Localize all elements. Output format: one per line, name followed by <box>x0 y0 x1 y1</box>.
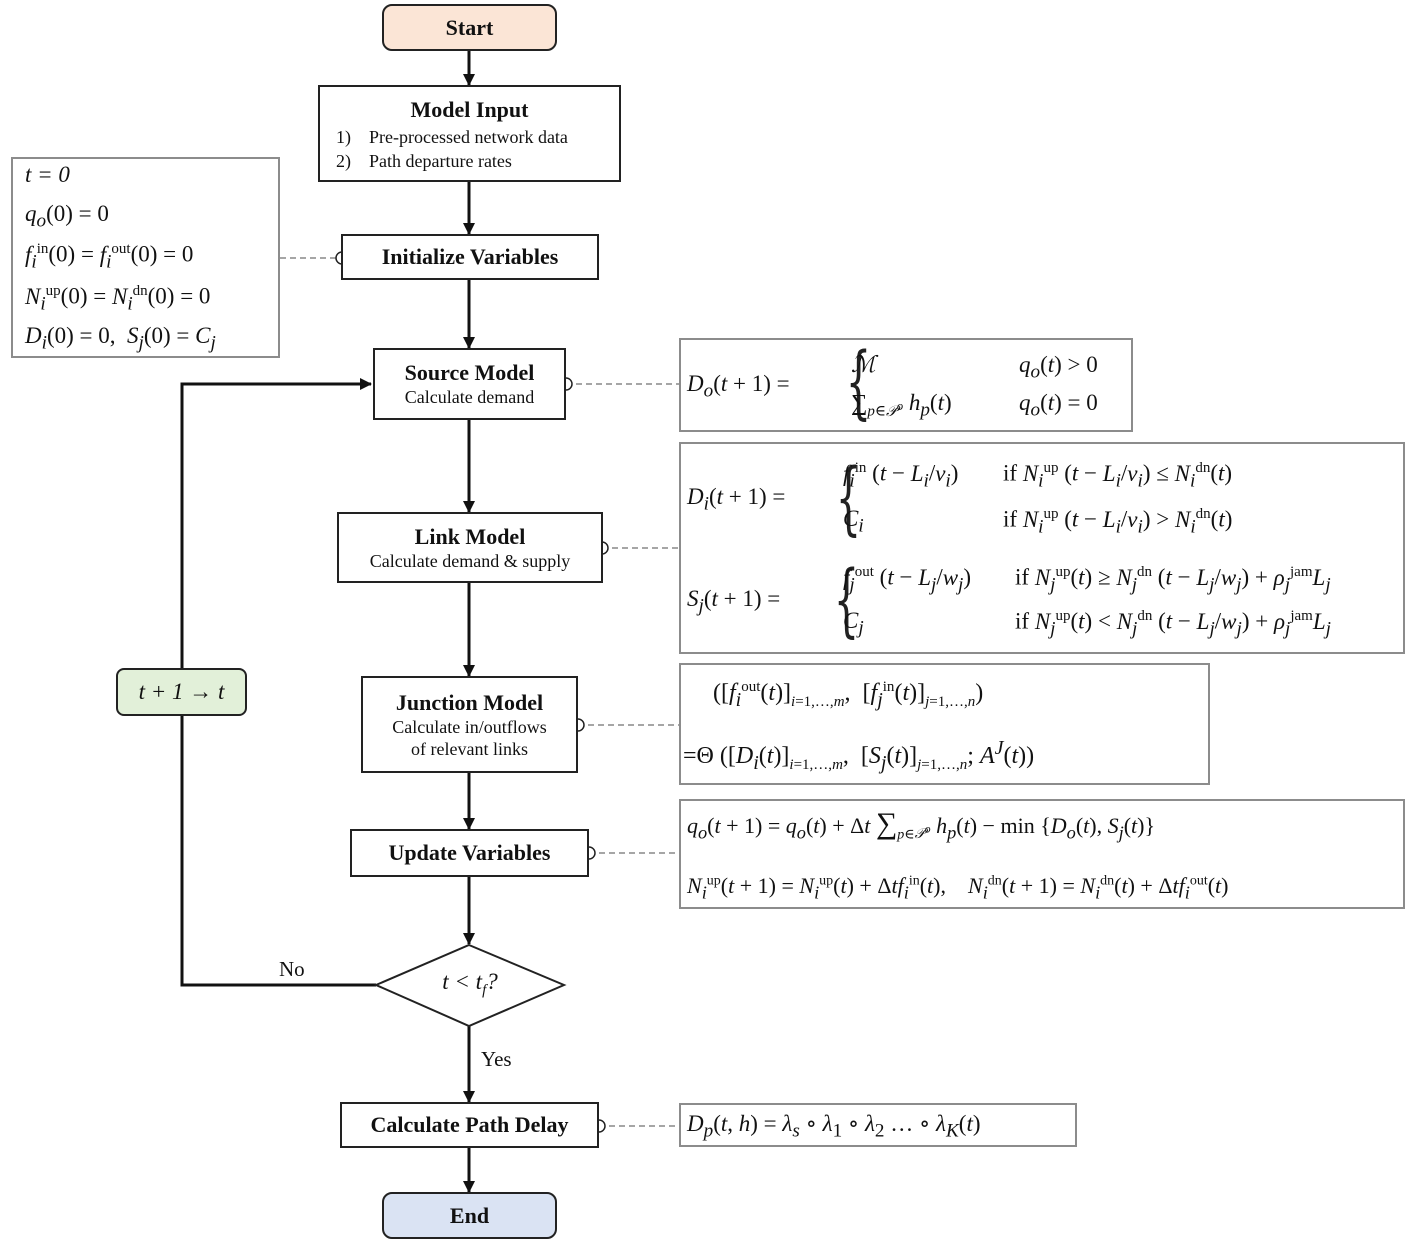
link-model-subtitle: Calculate demand & supply <box>369 550 571 571</box>
link-model-title: Link Model <box>414 523 526 549</box>
path-delay-formula: Dp(t, h) = λs ∘ λ1 ∘ λ2 … ∘ λK(t) <box>687 1111 981 1142</box>
model-input-title: Model Input <box>410 97 529 122</box>
link-demand-lhs: Di(t + 1) = <box>687 484 786 515</box>
junction-formula-box: ([fiout(t)]i=1,…,m, [fjin(t)]j=1,…,n) =Θ… <box>679 663 1210 785</box>
init-condition: Niup(0) = Nidn(0) = 0 <box>25 283 211 315</box>
start-label: Start <box>445 14 494 40</box>
update-formula-box: qo(t + 1) = qo(t) + Δt ∑p∈𝒫o hp(t) − min… <box>679 799 1405 909</box>
junction-model-subtitle-1: Calculate in/outflows <box>392 716 547 737</box>
source-formula-box: Do(t + 1) = { ℳ qo(t) > 0 ∑p∈𝒫o hp(t) qo… <box>679 335 1133 432</box>
time-increment-label: t + 1 → t <box>138 679 225 704</box>
end-node: End <box>382 1192 557 1239</box>
link-supply-cond-2: if Njup(t) < Njdn (t − Lj/wj) + ρjjamLj <box>1015 608 1331 640</box>
link-demand-cond-2: if Niup (t − Li/vi) > Nidn(t) <box>1003 506 1233 538</box>
path-delay-node: Calculate Path Delay <box>340 1102 599 1148</box>
init-condition: fiin(0) = fiout(0) = 0 <box>25 241 194 273</box>
link-formula-box: Di(t + 1) = { fiin (t − Li/vi) if Niup (… <box>679 442 1405 654</box>
brace-icon: { <box>845 335 872 428</box>
junction-model-node: Junction Model Calculate in/outflows of … <box>361 676 578 773</box>
update-formula-line-1: qo(t + 1) = qo(t) + Δt ∑p∈𝒫o hp(t) − min… <box>687 807 1156 843</box>
source-model-node: Source Model Calculate demand <box>373 348 566 420</box>
link-supply-case-2: Cj <box>843 608 864 639</box>
path-delay-label: Calculate Path Delay <box>370 1112 569 1137</box>
end-label: End <box>449 1202 490 1228</box>
init-conditions-box: t = 0 qo(0) = 0 fiin(0) = fiout(0) = 0 N… <box>11 157 280 358</box>
brace-icon: { <box>835 451 862 544</box>
link-demand-case-1: fiin (t − Li/vi) <box>843 460 959 492</box>
link-model-node: Link Model Calculate demand & supply <box>337 512 603 583</box>
initialize-variables-label: Initialize Variables <box>381 244 559 269</box>
junction-formula-line-2: =Θ ([Di(t)]i=1,…,m, [Sj(t)]j=1,…,n; AJ(t… <box>683 737 1035 774</box>
start-node: Start <box>382 4 557 51</box>
update-formula-line-2: Niup(t + 1) = Niup(t) + Δtfiin(t), Nidn(… <box>687 873 1229 903</box>
junction-model-subtitle-2: of relevant links <box>411 738 528 759</box>
source-formula-lhs: Do(t + 1) = <box>687 371 790 402</box>
source-case-2: ∑p∈𝒫o hp(t) <box>851 390 952 421</box>
edge-label-no: No <box>279 957 305 981</box>
link-supply-case-1: fjout (t − Lj/wj) <box>843 564 972 596</box>
junction-formula-line-1: ([fiout(t)]i=1,…,m, [fjin(t)]j=1,…,n) <box>713 679 984 711</box>
edge-label-yes: Yes <box>481 1047 512 1071</box>
model-input-node: Model Input 1) Pre-processed network dat… <box>318 85 621 182</box>
source-cond-1: qo(t) > 0 <box>1019 352 1098 383</box>
brace-icon: { <box>833 553 860 646</box>
source-case-1: ℳ <box>851 352 876 377</box>
time-increment-node: t + 1 → t <box>116 668 247 716</box>
initialize-variables-node: Initialize Variables <box>341 234 599 280</box>
junction-model-title: Junction Model <box>395 689 544 715</box>
update-variables-label: Update Variables <box>388 840 551 865</box>
source-model-subtitle: Calculate demand <box>404 387 535 407</box>
init-condition: t = 0 <box>25 162 70 187</box>
source-cond-2: qo(t) = 0 <box>1019 390 1098 421</box>
init-condition: qo(0) = 0 <box>25 201 109 232</box>
model-input-item-2: 2) Path departure rates <box>336 151 512 171</box>
source-model-title: Source Model <box>404 360 535 385</box>
update-variables-node: Update Variables <box>350 829 589 877</box>
link-demand-case-2: Ci <box>843 506 864 537</box>
path-delay-formula-box: Dp(t, h) = λs ∘ λ1 ∘ λ2 … ∘ λK(t) <box>679 1103 1077 1147</box>
model-input-list: 1) Pre-processed network data 2) Path de… <box>336 125 568 173</box>
decision-label: t < tf? <box>442 969 498 999</box>
decision-diamond <box>373 943 567 1028</box>
init-condition: Di(0) = 0, Sj(0) = Cj <box>25 323 216 354</box>
link-supply-lhs: Sj(t + 1) = <box>687 586 781 617</box>
link-supply-cond-1: if Njup(t) ≥ Njdn (t − Lj/wj) + ρjjamLj <box>1015 564 1331 596</box>
model-input-item-1: 1) Pre-processed network data <box>336 127 568 147</box>
link-demand-cond-1: if Niup (t − Li/vi) ≤ Nidn(t) <box>1003 460 1233 492</box>
